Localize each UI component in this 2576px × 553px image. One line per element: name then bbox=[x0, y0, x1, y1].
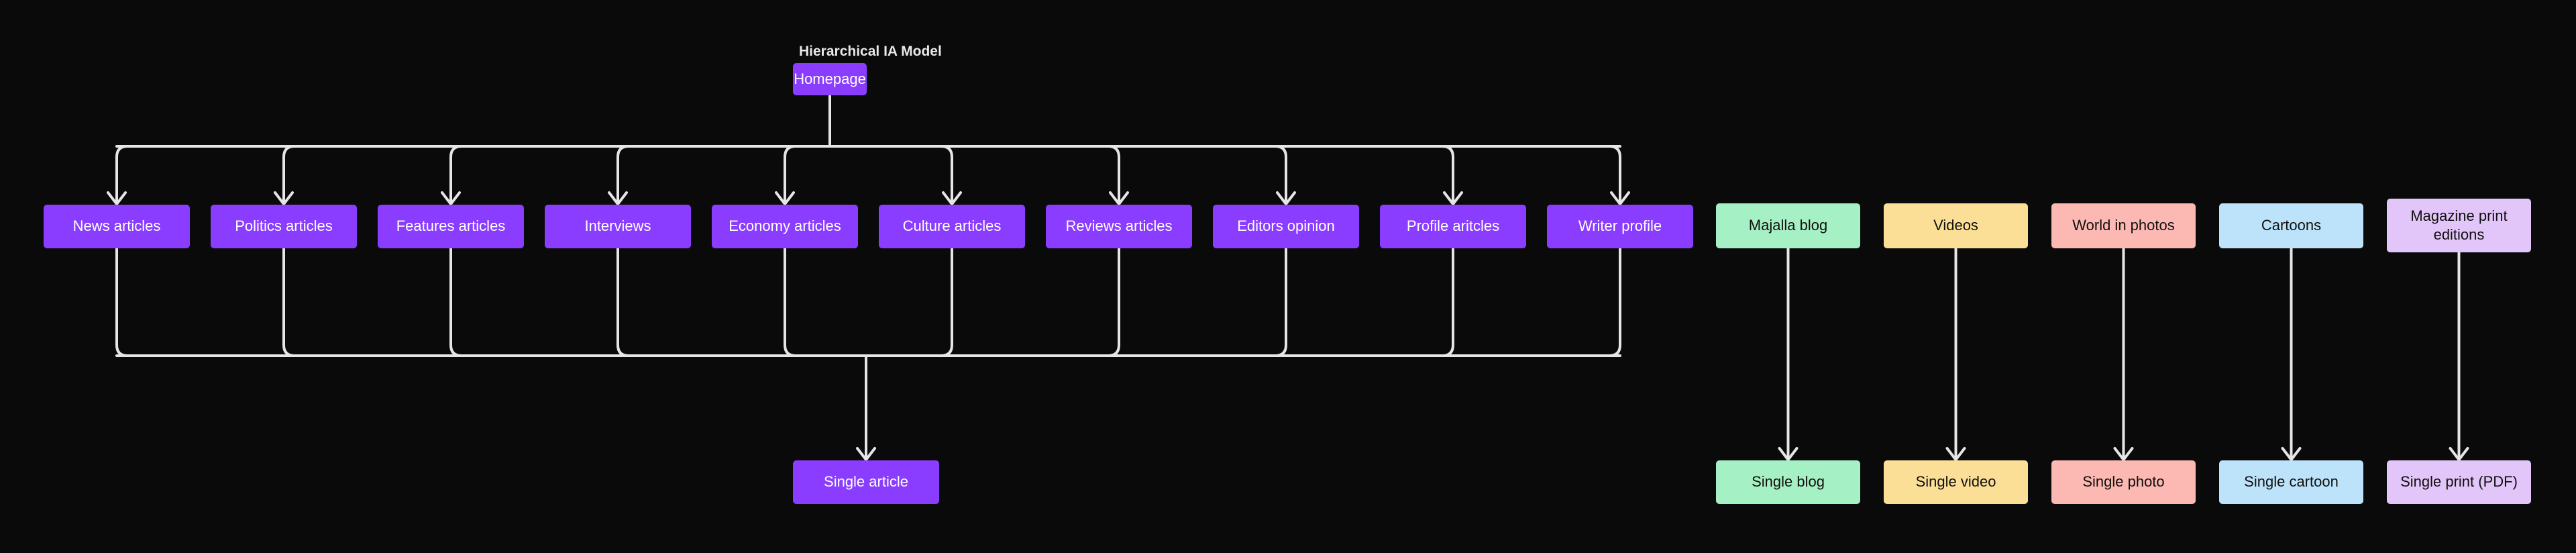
node-features-articles[interactable]: Features articles bbox=[378, 205, 524, 248]
edge-from-editors-opinion bbox=[1274, 247, 1287, 357]
node-label: Magazine print editions bbox=[2410, 207, 2508, 243]
node-politics-articles[interactable]: Politics articles bbox=[211, 205, 357, 248]
page-title: Hierarchical IA Model bbox=[799, 44, 942, 59]
node-label: Politics articles bbox=[235, 217, 333, 235]
node-editors-opinion[interactable]: Editors opinion bbox=[1213, 205, 1359, 248]
edge-from-politics-articles bbox=[282, 247, 296, 357]
arrowhead-to-single-print-pdf bbox=[2449, 447, 2469, 461]
arrowhead-to-single-photo bbox=[2113, 447, 2134, 461]
edge-from-culture-articles bbox=[940, 247, 953, 357]
edge-from-reviews-articles bbox=[1107, 247, 1120, 357]
node-world-in-photos[interactable]: World in photos bbox=[2051, 203, 2196, 248]
edge-from-economy-articles bbox=[784, 247, 797, 357]
node-single-article[interactable]: Single article bbox=[793, 460, 939, 504]
edge-to-news-articles bbox=[115, 145, 129, 205]
edge-to-features-articles bbox=[449, 145, 463, 205]
node-label: Single blog bbox=[1752, 473, 1825, 491]
edge-to-interviews bbox=[616, 145, 630, 205]
edge-from-interviews bbox=[616, 247, 630, 357]
node-magazine-print-editions[interactable]: Magazine print editions bbox=[2387, 199, 2531, 252]
node-label: Single article bbox=[824, 473, 908, 491]
node-single-photo[interactable]: Single photo bbox=[2051, 460, 2196, 504]
arrowhead-to-writer-profile bbox=[1610, 191, 1630, 205]
node-label: Single photo bbox=[2082, 473, 2165, 491]
node-label: Reviews articles bbox=[1065, 217, 1173, 235]
node-label: Editors opinion bbox=[1237, 217, 1335, 235]
node-single-blog[interactable]: Single blog bbox=[1716, 460, 1860, 504]
node-profile-aritcles[interactable]: Profile aritcles bbox=[1380, 205, 1526, 248]
edge-to-reviews-articles bbox=[1107, 145, 1120, 205]
node-label: Profile aritcles bbox=[1406, 217, 1500, 235]
edge-to-economy-articles bbox=[784, 145, 797, 205]
edge-from-features-articles bbox=[449, 247, 463, 357]
node-news-articles[interactable]: News articles bbox=[44, 205, 190, 248]
arrowhead-to-single-cartoon bbox=[2281, 447, 2302, 461]
arrowhead-to-profile-aritcles bbox=[1443, 191, 1463, 205]
arrowhead-to-single-blog bbox=[1778, 447, 1799, 461]
arrowhead-to-politics-articles bbox=[274, 191, 294, 205]
node-single-print-pdf[interactable]: Single print (PDF) bbox=[2387, 460, 2531, 504]
node-videos[interactable]: Videos bbox=[1884, 203, 2028, 248]
arrowhead-to-single-video bbox=[1945, 447, 1966, 461]
arrowhead-to-single-article bbox=[856, 447, 876, 461]
arrowhead-to-editors-opinion bbox=[1276, 191, 1296, 205]
node-single-video[interactable]: Single video bbox=[1884, 460, 2028, 504]
edge-from-news-articles bbox=[115, 247, 129, 357]
arrowhead-to-culture-articles bbox=[942, 191, 962, 205]
node-interviews[interactable]: Interviews bbox=[545, 205, 691, 248]
node-homepage[interactable]: Homepage bbox=[793, 63, 867, 95]
node-reviews-articles[interactable]: Reviews articles bbox=[1046, 205, 1192, 248]
node-label: Videos bbox=[1933, 217, 1978, 234]
edge-to-profile-aritcles bbox=[1441, 145, 1454, 205]
node-label: Single video bbox=[1915, 473, 1996, 491]
node-label: Homepage bbox=[794, 70, 866, 87]
node-writer-profile[interactable]: Writer profile bbox=[1547, 205, 1693, 248]
node-single-cartoon[interactable]: Single cartoon bbox=[2219, 460, 2363, 504]
node-label: Single cartoon bbox=[2244, 473, 2339, 491]
node-label: Majalla blog bbox=[1748, 217, 1828, 234]
node-majalla-blog[interactable]: Majalla blog bbox=[1716, 203, 1860, 248]
node-label: Single print (PDF) bbox=[2400, 473, 2518, 491]
node-label: World in photos bbox=[2072, 217, 2175, 234]
edge-to-politics-articles bbox=[282, 145, 296, 205]
edge-from-writer-profile bbox=[1608, 247, 1621, 357]
node-label: Interviews bbox=[584, 217, 651, 235]
node-cartoons[interactable]: Cartoons bbox=[2219, 203, 2363, 248]
node-label: Features articles bbox=[396, 217, 506, 235]
node-label: Cartoons bbox=[2261, 217, 2322, 234]
node-culture-articles[interactable]: Culture articles bbox=[879, 205, 1025, 248]
node-label: News articles bbox=[72, 217, 161, 235]
edge-to-culture-articles bbox=[940, 145, 953, 205]
node-label: Economy articles bbox=[729, 217, 841, 235]
arrowhead-to-interviews bbox=[608, 191, 628, 205]
edge-to-writer-profile bbox=[1608, 145, 1621, 205]
arrowhead-to-features-articles bbox=[441, 191, 461, 205]
node-economy-articles[interactable]: Economy articles bbox=[712, 205, 858, 248]
node-label: Writer profile bbox=[1578, 217, 1662, 235]
arrowhead-to-reviews-articles bbox=[1109, 191, 1129, 205]
edge-to-editors-opinion bbox=[1274, 145, 1287, 205]
node-label: Culture articles bbox=[902, 217, 1002, 235]
arrowhead-to-economy-articles bbox=[775, 191, 795, 205]
edge-from-profile-aritcles bbox=[1441, 247, 1454, 357]
arrowhead-to-news-articles bbox=[107, 191, 127, 205]
